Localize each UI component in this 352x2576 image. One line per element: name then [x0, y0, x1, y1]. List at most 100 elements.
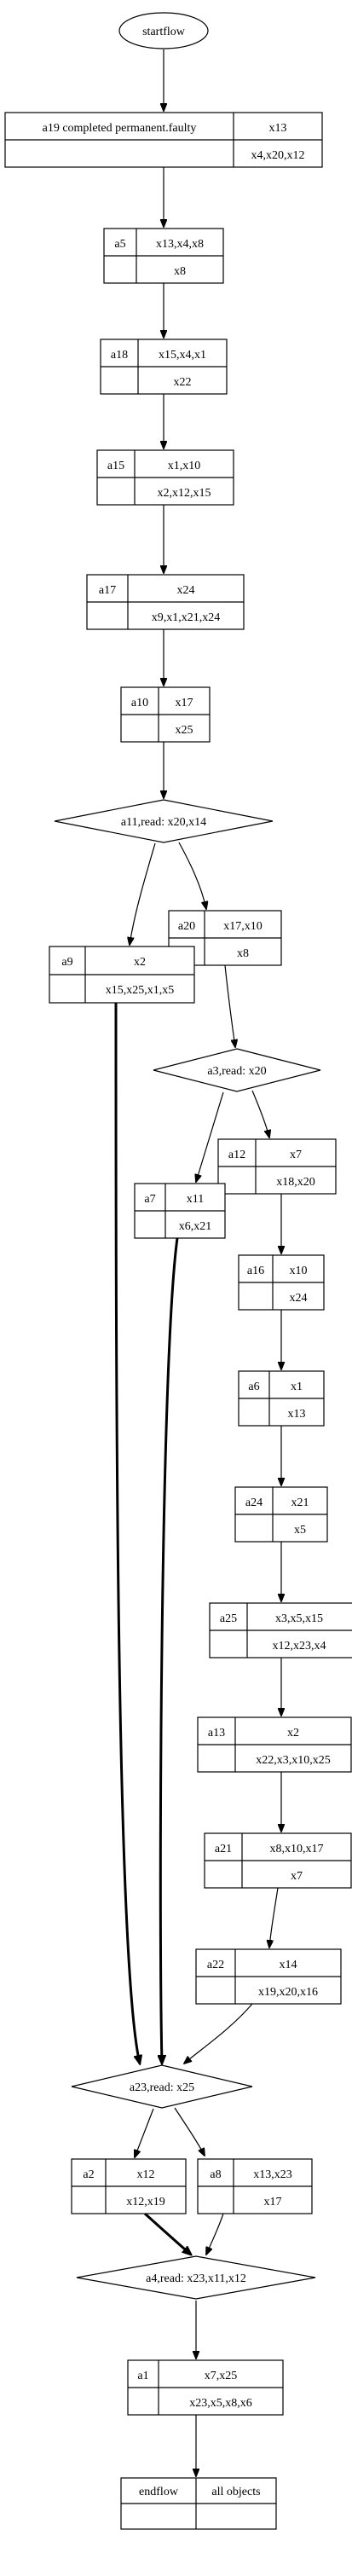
start-label: startflow — [142, 26, 186, 38]
task-name: a2 — [83, 2168, 94, 2181]
task-outputs: x6,x21 — [179, 1220, 212, 1233]
task-inputs: x1,x10 — [168, 460, 201, 472]
task-name: a15 — [107, 460, 124, 472]
task-outputs: x17 — [264, 2196, 282, 2208]
task-inputs: x15,x4,x1 — [159, 349, 206, 362]
task-node-a7: a7 x11 x6,x21 — [134, 1183, 226, 1239]
task-node-a13: a13 x2 x22,x3,x10,x25 — [197, 1716, 352, 1773]
task-node-a18: a18 x15,x4,x1 x22 — [100, 339, 228, 395]
task-node-a21: a21 x8,x10,x17 x7 — [204, 1832, 352, 1889]
edge-a22-a23 — [184, 2003, 253, 2064]
task-inputs: x14 — [280, 1959, 297, 1971]
decision-node-a23: a23,read: x25 — [71, 2064, 253, 2109]
edge-a3-a7 — [196, 1091, 224, 1182]
end-node: endflow all objects — [120, 2477, 277, 2530]
task-inputs: x8,x10,x17 — [270, 1843, 324, 1855]
task-name: a25 — [220, 1612, 237, 1625]
task-outputs: x12,x23,x4 — [273, 1640, 326, 1653]
task-outputs: x24 — [290, 1292, 308, 1305]
decision-node-a3: a3,read: x20 — [153, 1048, 321, 1092]
task-outputs: x15,x25,x1,x5 — [106, 984, 175, 997]
task-node-a19: a19 completed permanent.faulty x13 x4,x2… — [4, 112, 323, 168]
task-name: a24 — [245, 1496, 263, 1509]
end-objects: all objects — [211, 2486, 260, 2498]
task-name: a17 — [99, 584, 116, 597]
task-name: a16 — [247, 1265, 264, 1277]
task-node-a9: a9 x2 x15,x25,x1,x5 — [49, 946, 195, 1004]
task-node-a1: a1 x7,x25 x23,x5,x8,x6 — [127, 2359, 284, 2416]
task-outputs: x2,x12,x15 — [158, 487, 211, 500]
task-outputs: x9,x1,x21,x24 — [152, 611, 221, 624]
task-inputs: x17 — [176, 697, 193, 709]
decision-node-a11: a11,read: x20,x14 — [54, 799, 274, 843]
task-inputs: x2 — [134, 956, 146, 969]
task-outputs: x19,x20,x16 — [258, 1986, 318, 1999]
task-node-a15: a15 x1,x10 x2,x12,x15 — [96, 449, 234, 506]
task-node-a25: a25 x3,x5,x15 x12,x23,x4 — [209, 1602, 352, 1658]
task-outputs: x8 — [174, 265, 186, 278]
task-outputs: x13 — [288, 1408, 306, 1421]
task-node-a22: a22 x14 x19,x20,x16 — [195, 1948, 342, 2005]
task-node-a8: a8 x13,x23 x17 — [197, 2158, 313, 2214]
edge-a23-a2 — [135, 2108, 154, 2157]
edge-a9-a23 — [114, 1002, 140, 2064]
edge-a8-a4 — [206, 2213, 224, 2255]
task-name: a19 completed permanent.faulty — [43, 122, 197, 135]
decision-label: a23,read: x25 — [130, 2081, 194, 2094]
task-outputs: x5 — [294, 1524, 306, 1537]
edge-a3-a12 — [251, 1090, 269, 1137]
task-inputs: x13 — [269, 122, 287, 135]
decision-label: a11,read: x20,x14 — [121, 816, 206, 829]
task-name: a8 — [210, 2168, 221, 2181]
task-outputs: x18,x20 — [276, 1176, 315, 1189]
task-name: a6 — [248, 1381, 259, 1393]
task-node-a24: a24 x21 x5 — [234, 1486, 328, 1543]
task-node-a12: a12 x7 x18,x20 — [217, 1138, 337, 1195]
edges — [114, 49, 281, 2476]
end-label: endflow — [139, 2486, 179, 2498]
task-inputs: x24 — [177, 584, 195, 597]
task-outputs: x25 — [176, 724, 193, 737]
edge-a7-a23 — [160, 1237, 179, 2064]
task-name: a22 — [207, 1959, 224, 1971]
decision-label: a3,read: x20 — [207, 1065, 266, 1078]
task-inputs: x13,x4,x8 — [156, 238, 204, 251]
task-inputs: x3,x5,x15 — [275, 1612, 323, 1625]
task-outputs: x23,x5,x8,x6 — [189, 2397, 252, 2410]
decision-node-a4: a4,read: x23,x11,x12 — [76, 2255, 316, 2300]
edge-a20-a3 — [224, 964, 235, 1047]
start-node: startflow — [118, 12, 209, 49]
edge-a2-a4 — [143, 2212, 191, 2255]
task-node-a5: a5 x13,x4,x8 x8 — [103, 228, 224, 284]
task-inputs: x17,x10 — [223, 920, 263, 933]
edge-a11-a20 — [178, 842, 206, 909]
task-name: a13 — [208, 1727, 225, 1740]
task-name: a12 — [228, 1149, 245, 1161]
task-node-a2: a2 x12 x12,x19 — [71, 2158, 187, 2214]
task-name: a9 — [61, 956, 72, 969]
task-inputs: x11 — [187, 1193, 204, 1206]
task-name: a10 — [131, 697, 148, 709]
task-node-a17: a17 x24 x9,x1,x21,x24 — [86, 574, 245, 630]
task-inputs: x7 — [290, 1149, 302, 1161]
task-inputs: x12 — [137, 2168, 155, 2181]
task-inputs: x1 — [291, 1381, 303, 1393]
task-name: a18 — [111, 349, 128, 362]
task-inputs: x13,x23 — [253, 2168, 292, 2181]
task-inputs: x21 — [291, 1496, 309, 1509]
task-node-a6: a6 x1 x13 — [238, 1370, 325, 1427]
task-outputs: x4,x20,x12 — [251, 149, 305, 162]
task-outputs: x8 — [237, 947, 249, 960]
task-outputs: x22,x3,x10,x25 — [256, 1754, 331, 1767]
edge-a21-a22 — [269, 1887, 279, 1948]
task-inputs: x2 — [287, 1727, 299, 1740]
task-node-a16: a16 x10 x24 — [238, 1254, 325, 1311]
task-inputs: x10 — [290, 1265, 308, 1277]
decision-label: a4,read: x23,x11,x12 — [146, 2272, 246, 2285]
task-name: a5 — [114, 238, 125, 251]
task-name: a20 — [178, 920, 195, 933]
task-name: a21 — [215, 1843, 232, 1855]
task-name: a7 — [144, 1193, 155, 1206]
edge-a11-a9 — [130, 842, 156, 945]
